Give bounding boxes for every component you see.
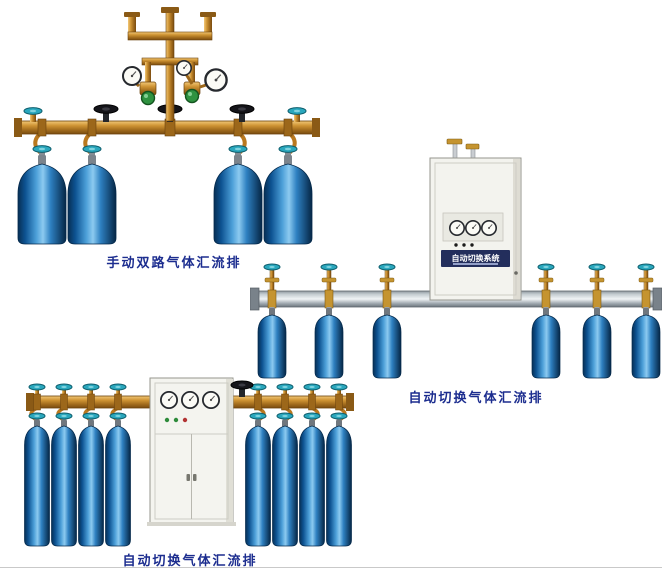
regulator-assembly [122,7,228,122]
gas-cylinder [78,419,104,547]
cabinet-handle [514,271,518,275]
pressure-gauge [464,220,482,236]
manifold-risers [263,263,655,293]
gas-cylinder [272,419,298,547]
gas-cylinder [24,419,50,547]
pressure-gauge [204,68,228,92]
caption-manual-dual-manifold: 手动双路气体汇流排 [106,256,242,271]
gas-cylinder [245,419,271,547]
valve-handwheel [82,412,100,420]
cabinet-label: 自动切换系统 [452,253,500,263]
pipe-end-cap [346,393,354,411]
top-crossbar-pipe [127,31,213,41]
valve-handwheel [330,412,348,420]
gas-cylinder [326,419,352,547]
valve-handwheel [228,145,248,153]
regulator-knob-green [184,88,200,104]
gas-cylinder [531,307,561,379]
pressure-gauge [201,390,221,410]
caption-auto-switch-wall: 自动切换气体汇流排 [408,391,544,406]
bottom-border [0,567,662,568]
door-handle [193,474,197,481]
gas-cylinder [17,154,67,245]
indicator-dot [462,243,466,247]
gas-cylinder [582,307,612,379]
valve-handwheel [378,263,396,271]
valve-handwheel [287,107,307,115]
illustration-manual-dual-manifold [14,7,320,245]
pipe-top-valves [28,383,348,397]
gas-cylinder [314,307,344,379]
end-valves [23,107,307,122]
cabinet-base [147,522,236,526]
valve-handwheel [303,412,321,420]
gas-cylinder [299,419,325,547]
shutoff-valve [230,380,254,397]
gas-cylinder [257,307,287,379]
gas-cylinder [67,154,117,245]
door-handle [186,474,190,481]
gas-cylinder [631,307,661,379]
cabinet-label-strip [441,250,510,267]
valve-handwheel [276,412,294,420]
illustration-auto-switch-floor [24,377,354,547]
pressure-gauge [176,59,192,76]
valve-handwheel [32,145,52,153]
valve-handwheel [55,412,73,420]
caption-auto-switch-floor: 自动切换气体汇流排 [122,554,258,569]
valve-handwheel [320,263,338,271]
pressure-gauge [480,220,498,236]
valve-handwheel [82,383,100,391]
valve-handwheel-black [229,104,255,114]
valve-handwheel [109,412,127,420]
valve-handwheel-black [230,380,254,390]
valve-handwheel [303,383,321,391]
pressure-gauge [448,220,466,236]
pipe-end-cap [14,118,22,137]
pressure-gauge [122,66,142,86]
pipe-joints [37,118,293,137]
pressure-gauge [159,390,179,410]
regulator-knob-green [140,90,156,106]
gas-cylinders [257,307,661,379]
pipe-end-cap [312,118,320,137]
valve-handwheel [109,383,127,391]
valve-handwheel [55,383,73,391]
illustration-auto-switch-wall: 自动切换系统 [250,138,662,379]
control-cabinet [147,377,236,526]
control-cabinet: 自动切换系统 [429,138,522,301]
gas-cylinder [372,307,402,379]
valve-handwheel [263,263,281,271]
indicator-dot [454,243,458,247]
figure-manual-dual-manifold: 手动双路气体汇流排 [6,6,342,271]
indicator-light-green [173,417,179,423]
valve-handwheel [28,412,46,420]
valve-handwheel [330,383,348,391]
figure-auto-switch-floor: 自动切换气体汇流排 [16,372,364,569]
valve-handwheel [249,412,267,420]
valve-handwheel [276,383,294,391]
figure-auto-switch-wall: 自动切换系统 自动切换气体汇流排 [250,138,662,406]
valve-handwheel [23,107,43,115]
indicator-light-green [164,417,170,423]
valve-handwheel [637,263,655,271]
pipe-end-cap [26,393,34,411]
valve-handwheel [537,263,555,271]
pressure-gauge [180,390,200,410]
pipe-joints [33,393,343,411]
rail-end-cap [250,287,260,311]
indicator-dot [470,243,474,247]
gas-cylinder [105,419,131,547]
gas-cylinder [51,419,77,547]
valve-handwheel [28,383,46,391]
valve-handwheel [588,263,606,271]
valve-handwheel-black [93,104,119,114]
rail-end-cap [652,287,662,311]
indicator-light-red [182,417,188,423]
valve-handwheel [82,145,102,153]
